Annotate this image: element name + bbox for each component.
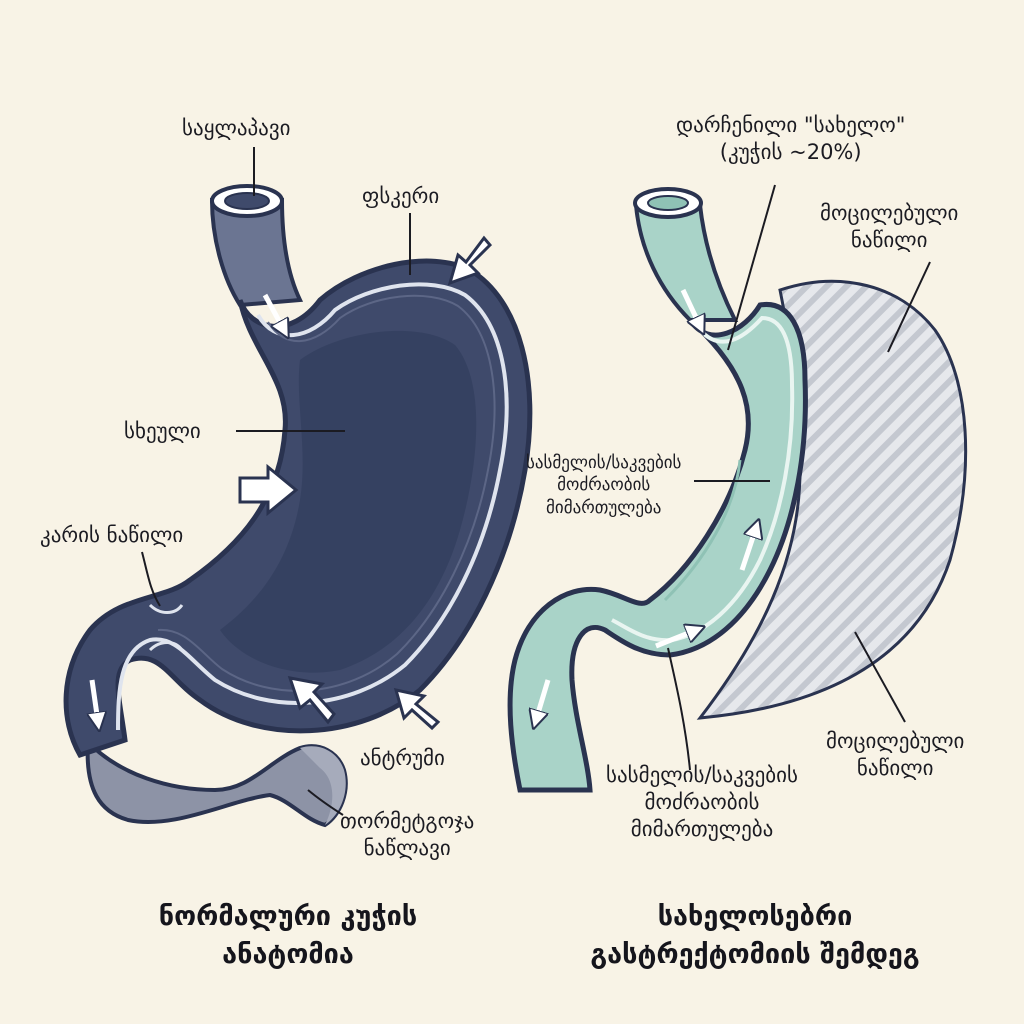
label-duodenum-line2: ნაწლავი: [363, 835, 451, 860]
caption-sleeve-line2: გასტრექტომიის შემდეგ: [590, 939, 920, 971]
label-fundus: ფსკერი: [362, 184, 440, 208]
pressure-arrow-lower: [393, 688, 441, 731]
label-remaining-sleeve-line2: (კუჭის ~20%): [719, 139, 862, 164]
label-flow-low-line2: მოძრაობის: [644, 789, 760, 814]
caption-normal-anatomy: ნორმალური კუჭის ანატომია: [118, 898, 458, 975]
label-antrum: ანტრუმი: [360, 746, 445, 770]
pressure-arrow-fundus: [447, 235, 493, 286]
label-removed-bottom: მოცილებული ნაწილი: [826, 728, 964, 782]
caption-normal-line1: ნორმალური კუჭის: [158, 901, 418, 932]
caption-sleeve-line1: სახელოსებრი: [657, 901, 853, 932]
label-remaining-sleeve-line1: დარჩენილი "სახელო": [676, 113, 906, 137]
label-flow-low-line1: სასმელის/საკვების: [606, 763, 799, 787]
label-pylorus: კარის ნაწილი: [40, 523, 184, 547]
pressure-arrow-antrum: [287, 676, 336, 725]
label-removed-top-line1: მოცილებული: [820, 201, 959, 225]
label-duodenum-line1: თორმეტგოჯა: [340, 809, 475, 833]
label-esophagus: საყლაპავი: [182, 116, 291, 140]
caption-after-sleeve: სახელოსებრი გასტრექტომიის შემდეგ: [540, 898, 970, 975]
left-leader-lines: [141, 147, 411, 816]
caption-normal-line2: ანატომია: [222, 939, 354, 971]
sleeve-stomach: [507, 187, 808, 793]
label-flow-low: სასმელის/საკვების მოძრაობის მიმართულება: [606, 762, 798, 843]
label-remaining-sleeve: დარჩენილი "სახელო" (კუჭის ~20%): [676, 112, 905, 166]
label-flow-mid-line3: მიმართულება: [546, 497, 662, 518]
sleeve-flow-arrow-mid: [739, 528, 756, 571]
label-flow-mid-line1: სასმელის/საკვების: [526, 453, 682, 473]
right-leader-lines: [667, 184, 931, 771]
label-removed-top: მოცილებული ნაწილი: [820, 200, 958, 254]
sleeve-flow-arrow-top: [680, 288, 700, 326]
sleeve-flow-arrow-low: [655, 630, 696, 649]
label-duodenum: თორმეტგოჯა ნაწლავი: [340, 808, 474, 862]
label-flow-mid: სასმელის/საკვების მოძრაობის მიმართულება: [526, 452, 681, 519]
label-body: სხეული: [124, 419, 201, 443]
normal-stomach: [63, 184, 533, 828]
label-removed-bottom-line1: მოცილებული: [826, 729, 965, 753]
flow-arrow-duodenum: [92, 679, 98, 722]
label-flow-mid-line2: მოძრაობის: [557, 475, 651, 496]
label-removed-top-line2: ნაწილი: [850, 227, 928, 252]
esophagus-tube: [209, 198, 304, 308]
label-flow-low-line3: მიმართულება: [630, 816, 774, 841]
sleeve-shape: [507, 301, 808, 793]
sleeve-flow-arrow-duodenum: [536, 679, 551, 720]
flow-arrow-esophagus: [262, 293, 284, 330]
label-removed-bottom-line2: ნაწილი: [856, 755, 934, 780]
pressure-arrow-body: [238, 463, 299, 517]
